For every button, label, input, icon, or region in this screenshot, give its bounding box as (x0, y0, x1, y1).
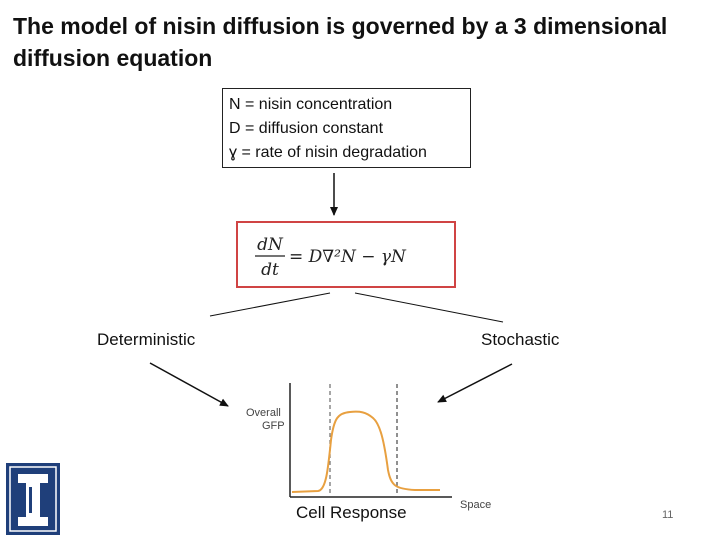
arrow-deterministic (149, 362, 229, 407)
gfp-response-curve (291, 410, 440, 493)
x-axis-label: Space (460, 499, 491, 511)
diffusion-equation: dN dt = D∇²N − γN (255, 235, 407, 280)
equation-rhs: = D∇²N − γN (289, 247, 407, 267)
y-axis-label-line1: Overall (246, 407, 281, 419)
definitions-box: N = nisin concentration D = diffusion co… (222, 88, 471, 168)
branch-line-left (209, 292, 331, 317)
definition-n: N = nisin concentration (229, 96, 393, 113)
branch-line-right (354, 292, 504, 323)
stochastic-label: Stochastic (481, 330, 560, 349)
equation-box: dN dt = D∇²N − γN (236, 221, 456, 288)
deterministic-label: Deterministic (97, 330, 196, 349)
y-axis-label-line2: GFP (262, 420, 285, 432)
definition-gamma: ɣ = rate of nisin degradation (229, 144, 427, 161)
arrow-stochastic (437, 363, 513, 403)
cell-response-caption: Cell Response (296, 503, 407, 522)
equation-numerator: dN (257, 235, 284, 255)
illinois-block-i-logo (6, 463, 60, 535)
slide-title: The model of nisin diffusion is governed… (13, 13, 668, 71)
equation-denominator: dt (261, 260, 279, 280)
definition-d: D = diffusion constant (229, 120, 384, 137)
page-number: 11 (662, 509, 674, 521)
